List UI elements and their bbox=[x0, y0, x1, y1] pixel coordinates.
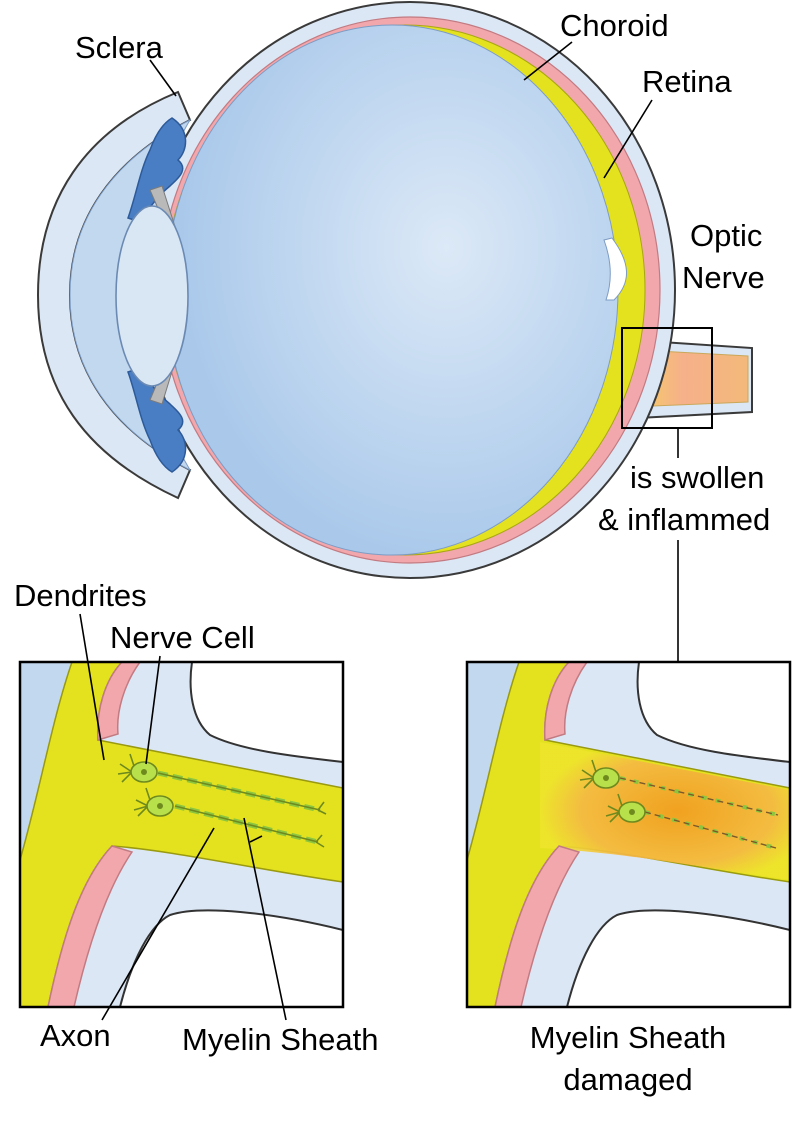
leader-sclera bbox=[149, 59, 177, 97]
panel-damaged-choroid-bottom bbox=[494, 845, 581, 1007]
label-swollen-line2: & inflammed bbox=[598, 502, 770, 537]
label-retina: Retina bbox=[642, 64, 732, 99]
nerve-cell-2-nucleus bbox=[157, 803, 163, 809]
leader-axon bbox=[101, 827, 215, 1021]
panel-healthy-frame bbox=[18, 660, 345, 1009]
panel-damaged-outer-top bbox=[636, 662, 790, 764]
damaged-nerve-cell-2-nucleus bbox=[629, 809, 635, 815]
panel-healthy-outer-top bbox=[189, 662, 343, 764]
label-axon: Axon bbox=[40, 1018, 111, 1053]
nerve-fibers-healthy bbox=[117, 753, 327, 848]
lens bbox=[115, 205, 189, 387]
vitreous-body bbox=[165, 24, 619, 556]
leader-choroid bbox=[523, 41, 573, 81]
label-damaged-line1: Myelin Sheath bbox=[530, 1020, 726, 1055]
panel-damaged bbox=[465, 660, 792, 1009]
nerve-cell-1-nucleus bbox=[141, 769, 147, 775]
label-sclera: Sclera bbox=[75, 30, 164, 65]
label-nerve-cell: Nerve Cell bbox=[110, 620, 255, 655]
label-myelin-sheath: Myelin Sheath bbox=[182, 1022, 378, 1057]
label-choroid: Choroid bbox=[560, 8, 669, 43]
optic-disc bbox=[603, 237, 627, 301]
panel-healthy bbox=[18, 660, 345, 1009]
leader-myelin-sheath-2 bbox=[249, 835, 263, 843]
panel-healthy-choroid-bottom bbox=[47, 845, 134, 1007]
leader-myelin-sheath bbox=[243, 817, 287, 1021]
label-optic-nerve-line2: Nerve bbox=[682, 260, 765, 295]
magnifier-box bbox=[621, 327, 713, 429]
leader-retina bbox=[603, 99, 653, 179]
label-optic-nerve-line1: Optic bbox=[690, 218, 762, 253]
nerve-fibers-damaged bbox=[579, 759, 779, 850]
damaged-nerve-cell-1-nucleus bbox=[603, 775, 609, 781]
leader-nerve-cell bbox=[145, 655, 161, 765]
label-dendrites: Dendrites bbox=[14, 578, 147, 613]
panel-damaged-choroid-top bbox=[543, 662, 588, 741]
label-swollen-line1: is swollen bbox=[630, 460, 764, 495]
panel-damaged-frame bbox=[465, 660, 792, 1009]
panel-healthy-choroid-top bbox=[96, 662, 141, 741]
eyeball bbox=[36, 1, 753, 579]
label-damaged-line2: damaged bbox=[563, 1062, 692, 1097]
leader-dendrites bbox=[79, 613, 105, 761]
